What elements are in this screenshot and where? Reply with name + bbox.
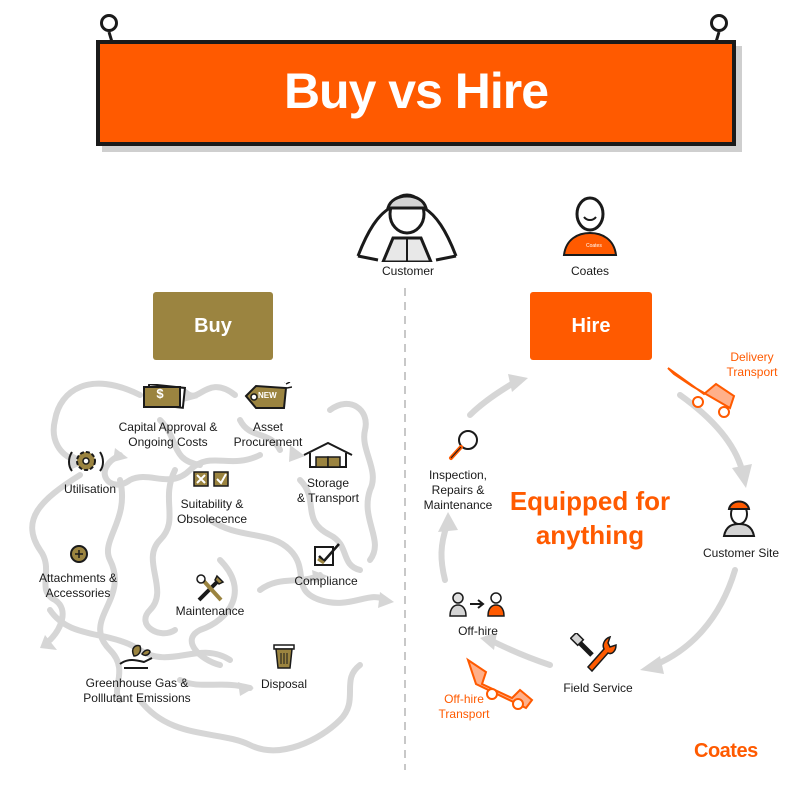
magnifier-icon (449, 430, 478, 460)
item-storage-transport: Storage& Transport (296, 476, 360, 505)
buy-arrowheads (40, 388, 394, 696)
inspection-label: Inspection,Repairs &Maintenance (423, 468, 493, 512)
checkbox-tick-icon (314, 543, 340, 566)
item-utilisation: Utilisation (63, 482, 117, 496)
item-maintenance: Maintenance (175, 604, 245, 618)
new-badge: NEW (258, 391, 277, 400)
staff-shirt-text: Coates (586, 243, 602, 249)
off-hire-swap-icon (449, 592, 505, 617)
gear-cycle-icon (68, 451, 104, 472)
item-compliance: Compliance (294, 574, 358, 588)
off-hire-label: Off-hire (458, 624, 498, 638)
price-tag-icon (244, 382, 292, 409)
field-service-tools-icon (570, 633, 617, 673)
tools-icon (196, 574, 225, 602)
trash-bin-icon (273, 644, 295, 669)
buy-box: Buy (153, 292, 273, 360)
storage-shed-icon (303, 441, 353, 468)
item-disposal: Disposal (260, 677, 308, 691)
check-cross-icon (193, 471, 229, 487)
title-banner: Buy vs Hire (96, 40, 736, 146)
pin-left-icon (100, 14, 118, 32)
dollar-sign: $ (156, 386, 164, 401)
coates-staff-icon (562, 196, 618, 256)
coates-label: Coates (570, 264, 610, 278)
item-greenhouse: Greenhouse Gas &Polllutant Emissions (83, 676, 191, 705)
delivery-truck-icon (667, 367, 736, 418)
item-attachments: Attachments &Accessories (38, 571, 118, 600)
field-service-label: Field Service (563, 681, 633, 695)
hire-arrowheads (438, 374, 752, 674)
off-hire-truck-icon (466, 657, 534, 710)
customer-site-label: Customer Site (702, 546, 780, 560)
page-title: Buy vs Hire (283, 63, 549, 119)
item-suitability: Suitability &Obsolecence (176, 497, 248, 526)
pin-right-icon (710, 14, 728, 32)
money-icon (143, 384, 186, 409)
customer-stressed-icon (356, 193, 458, 262)
customer-label: Customer (381, 264, 434, 278)
hand-leaf-icon (119, 644, 153, 669)
hire-box: Hire (530, 292, 652, 360)
item-capital-approval: Capital Approval &Ongoing Costs (118, 420, 218, 449)
customer-site-worker-icon (722, 500, 756, 537)
plus-circle-icon (70, 545, 88, 563)
brand-logo: Coates (694, 740, 758, 762)
